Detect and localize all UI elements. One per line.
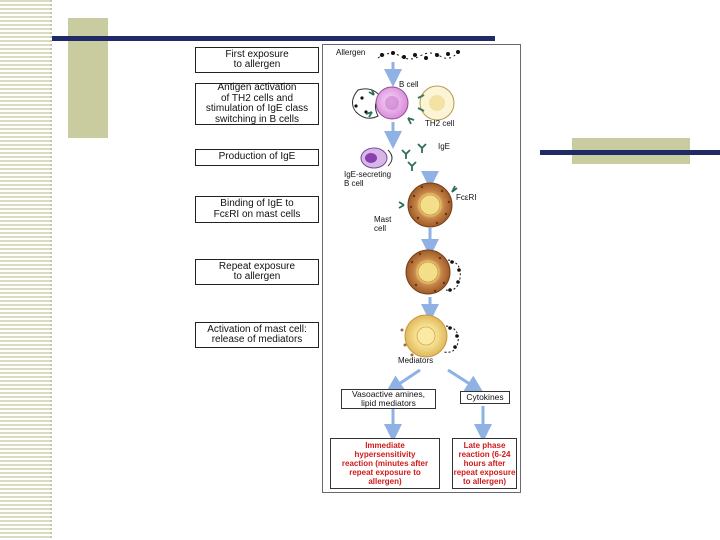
b-cell-receptors [365, 89, 415, 125]
step-activation-mast: Activation of mast cell: release of medi… [195, 322, 319, 348]
title-rule-left [52, 36, 495, 41]
pathway-panel [322, 44, 521, 493]
mast-cell-3 [400, 314, 459, 358]
mast-cell-2 [405, 249, 461, 295]
label-allergen: Allergen [336, 48, 366, 57]
box-late-phase-reaction: Late phase reaction (6-24 hours after re… [452, 438, 517, 489]
mast-cell-1 [398, 182, 458, 228]
label-ige: IgE [438, 142, 451, 151]
th2-cell [417, 85, 455, 121]
antigen-presenting-cell [352, 88, 381, 119]
step-first-exposure: First exposure to allergen [195, 47, 319, 73]
step-production-ige: Production of IgE [195, 149, 319, 166]
step-repeat-exposure: Repeat exposure to allergen [195, 259, 319, 285]
step-binding-ige: Binding of IgE to FcεRI on mast cells [195, 196, 319, 223]
striped-margin [0, 0, 52, 540]
allergen-chain [377, 50, 460, 60]
label-th2-cell: TH2 cell [425, 119, 455, 128]
label-mediators: Mediators [398, 356, 434, 365]
box-vasoactive: Vasoactive amines, lipid mediators [341, 389, 436, 409]
label-fceri: FcεRI [456, 193, 477, 202]
ige-secreting-b-cell [360, 147, 393, 169]
title-rule-right [540, 150, 720, 155]
box-immediate-reaction: Immediate hypersensitivity reaction (min… [330, 438, 440, 489]
box-cytokines: Cytokines [460, 391, 510, 404]
label-b-cell: B cell [399, 80, 419, 89]
ige-antibodies [401, 143, 427, 171]
b-cell [375, 86, 409, 120]
label-mast-cell: Mast cell [374, 215, 392, 233]
flow-arrows [384, 62, 492, 442]
label-ige-secreting: IgE-secreting B cell [344, 170, 392, 188]
step-antigen-activation: Antigen activation of TH2 cells and stim… [195, 82, 319, 125]
